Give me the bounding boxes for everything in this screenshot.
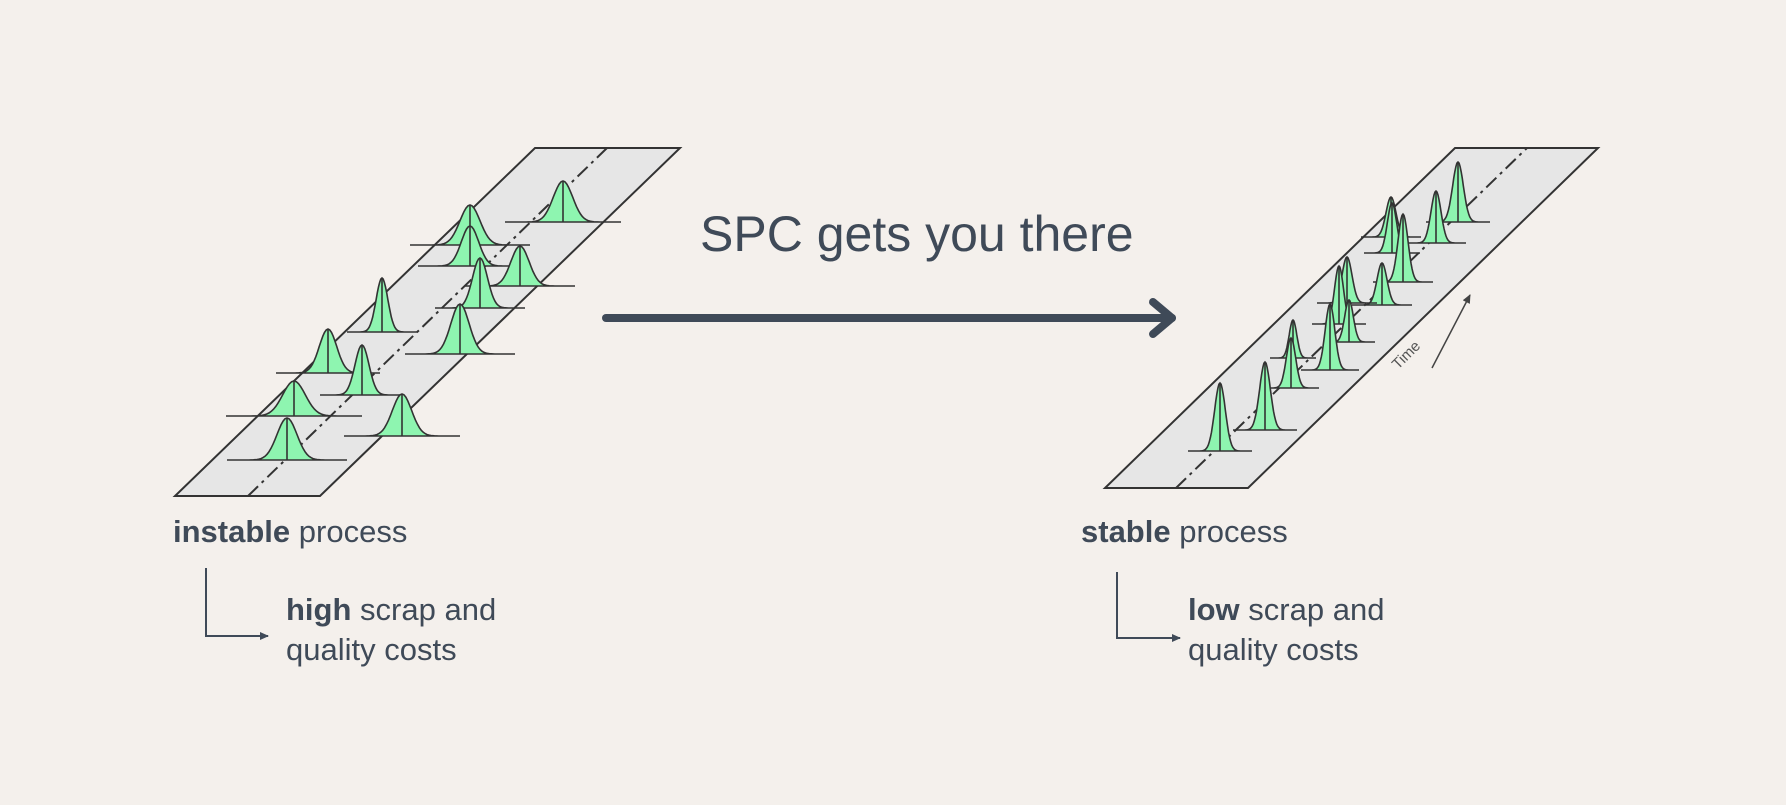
- instable-distribution-curves: [226, 180, 621, 461]
- left-outcome-line2: quality costs: [286, 632, 457, 667]
- left-bracket-arrow: [205, 568, 269, 640]
- left-state-label: instable process: [173, 512, 407, 552]
- bell-curve-right-3: [1364, 201, 1420, 254]
- right-state-bold: stable: [1081, 514, 1171, 549]
- right-outcome-rest: scrap and: [1248, 592, 1385, 627]
- right-outcome-bold: low: [1188, 592, 1240, 627]
- bell-curve-right-14: [1188, 381, 1252, 452]
- left-outcome-label: high scrap and: [286, 590, 496, 630]
- bell-curve-left-1: [505, 180, 621, 223]
- bell-curve-left-6: [347, 276, 417, 333]
- bell-curve-left-11: [344, 393, 460, 437]
- bell-curve-left-7: [405, 303, 515, 355]
- right-bracket-arrow: [1116, 572, 1181, 642]
- bell-curve-left-5: [435, 257, 525, 309]
- instable-process-band: [172, 147, 683, 497]
- right-outcome-label: low scrap and: [1188, 590, 1384, 630]
- main-arrow-head: [1149, 298, 1176, 338]
- bell-curve-left-3: [418, 225, 522, 267]
- left-outcome-rest: scrap and: [360, 592, 497, 627]
- left-state-rest: process: [298, 514, 408, 549]
- bell-curve-right-8: [1312, 264, 1366, 325]
- bell-curve-right-4: [1406, 189, 1466, 244]
- bell-curve-right-7: [1317, 255, 1377, 304]
- bell-curve-right-10: [1301, 302, 1359, 371]
- left-outcome-bold: high: [286, 592, 352, 627]
- bell-curve-left-12: [227, 417, 347, 461]
- headline: SPC gets you there: [700, 206, 1134, 262]
- right-outcome-line2: quality costs: [1188, 632, 1359, 667]
- bell-curve-right-12: [1263, 336, 1319, 389]
- stable-distribution-curves: [1188, 160, 1490, 452]
- bell-curve-right-6: [1352, 261, 1412, 306]
- bell-curve-right-13: [1233, 360, 1297, 431]
- bell-curve-left-10: [226, 380, 362, 417]
- right-state-label: stable process: [1081, 512, 1288, 552]
- left-state-bold: instable: [173, 514, 291, 549]
- bell-curve-left-9: [320, 344, 404, 396]
- time-arrow: [1431, 294, 1471, 369]
- right-state-rest: process: [1179, 514, 1288, 549]
